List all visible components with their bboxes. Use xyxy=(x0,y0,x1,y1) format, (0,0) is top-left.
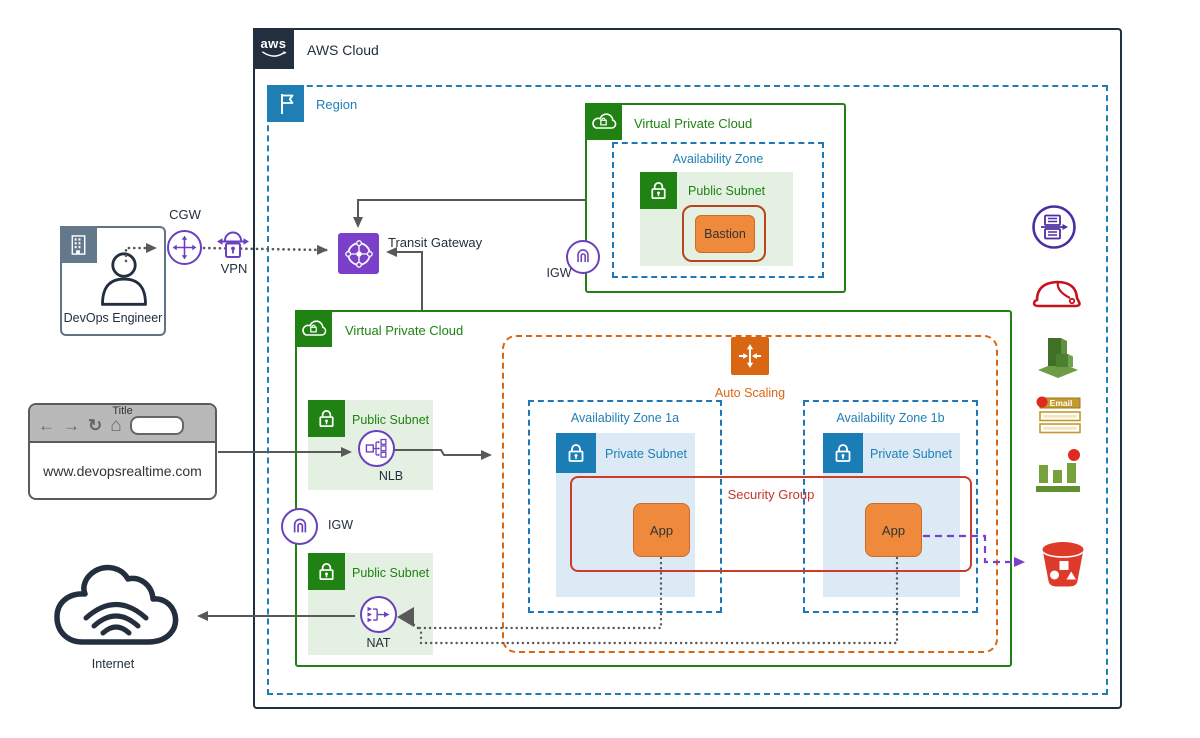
vpc-top-icon xyxy=(585,103,622,140)
public-subnet-top-lock-icon xyxy=(640,172,677,209)
az-top-label: Availability Zone xyxy=(672,152,764,166)
private-subnet-1a-lock-icon xyxy=(556,433,596,473)
public-subnet-nlb-lock-icon xyxy=(308,400,345,437)
igw-top-label: IGW xyxy=(546,266,572,280)
igw-main-icon xyxy=(281,508,318,545)
cgw-icon xyxy=(167,230,202,265)
browser-back-icon: ← xyxy=(38,416,55,435)
vpc-main-icon xyxy=(295,310,332,347)
browser-url: www.devopsrealtime.com xyxy=(43,463,202,479)
bastion-border: Bastion xyxy=(682,205,766,262)
browser-refresh-icon: ↻ xyxy=(88,416,103,435)
devops-engineer-label: DevOps Engineer xyxy=(63,310,163,325)
az-1a-label: Availability Zone 1a xyxy=(570,411,680,425)
aws-cloud-icon: aws xyxy=(253,28,294,69)
building-icon xyxy=(71,234,86,255)
browser-forward-icon: → xyxy=(63,416,80,435)
browser-title: Title xyxy=(112,405,133,417)
public-subnet-nat-label: Public Subnet xyxy=(352,566,430,580)
browser-header: Title ← → ↻ ⌂ xyxy=(30,405,215,443)
bastion-label: Bastion xyxy=(704,227,746,241)
email-icon-label: Email xyxy=(1050,398,1073,408)
private-subnet-1b-label: Private Subnet xyxy=(870,447,952,461)
app-1b-label: App xyxy=(881,522,906,538)
green-buildings-icon xyxy=(1038,338,1078,378)
transit-gateway-label: Transit Gateway xyxy=(388,235,483,250)
public-subnet-nat-lock-icon xyxy=(308,553,345,590)
cgw-label: CGW xyxy=(169,207,201,222)
app-1a-label: App xyxy=(649,522,674,538)
public-subnet-nlb-label: Public Subnet xyxy=(352,413,430,427)
browser-window: Title ← → ↻ ⌂ www.devopsrealtime.com xyxy=(28,403,217,500)
aws-logo-text: aws xyxy=(260,36,287,51)
region-icon xyxy=(267,85,304,122)
private-subnet-1b-lock-icon xyxy=(823,433,863,473)
public-subnet-top-label: Public Subnet xyxy=(688,184,766,198)
nlb-label: NLB xyxy=(378,469,404,483)
transit-gateway-icon xyxy=(338,233,379,274)
vpn-icon xyxy=(217,231,249,258)
igw-top-icon xyxy=(566,240,600,274)
vpc-main-label: Virtual Private Cloud xyxy=(345,323,464,338)
nat-label: NAT xyxy=(366,636,391,650)
document-transfer-icon xyxy=(1032,205,1076,249)
app-node-1a: App xyxy=(633,503,690,557)
app-node-1b: App xyxy=(865,503,922,557)
internet-label: Internet xyxy=(91,657,135,671)
aws-smile-icon xyxy=(261,51,287,57)
region-label: Region xyxy=(316,97,358,112)
browser-address-bar xyxy=(129,416,184,435)
bar-chart-icon xyxy=(1036,449,1080,492)
auto-scaling-label: Auto Scaling xyxy=(714,386,786,400)
nlb-icon xyxy=(358,430,395,467)
hard-hat-icon xyxy=(1032,280,1081,308)
aws-cloud-group: aws AWS Cloud xyxy=(253,28,1122,709)
bastion-node: Bastion xyxy=(695,215,755,253)
region-group: Region xyxy=(267,85,1108,695)
vpc-top-label: Virtual Private Cloud xyxy=(634,116,753,131)
s3-bucket-icon xyxy=(1042,542,1084,587)
az-1b-label: Availability Zone 1b xyxy=(836,411,945,425)
auto-scaling-icon xyxy=(731,337,769,375)
igw-main-label: IGW xyxy=(328,518,353,532)
vpn-label: VPN xyxy=(220,261,248,276)
browser-home-icon: ⌂ xyxy=(110,415,122,436)
internet-cloud-icon xyxy=(54,564,179,645)
flag-icon xyxy=(280,93,293,114)
aws-cloud-label: AWS Cloud xyxy=(307,42,379,58)
devops-corner-icon xyxy=(60,226,97,263)
cloud-lock-icon xyxy=(592,113,617,129)
security-group-label: Security Group xyxy=(727,487,815,502)
az-top-group: Availability Zone xyxy=(612,142,824,278)
auto-scaling-group xyxy=(502,335,998,653)
nat-icon xyxy=(360,596,397,633)
private-subnet-1a-label: Private Subnet xyxy=(605,447,687,461)
email-template-icon: Email xyxy=(1036,396,1081,434)
person-icon xyxy=(101,252,147,306)
devops-engineer-group: DevOps Engineer xyxy=(60,226,166,336)
